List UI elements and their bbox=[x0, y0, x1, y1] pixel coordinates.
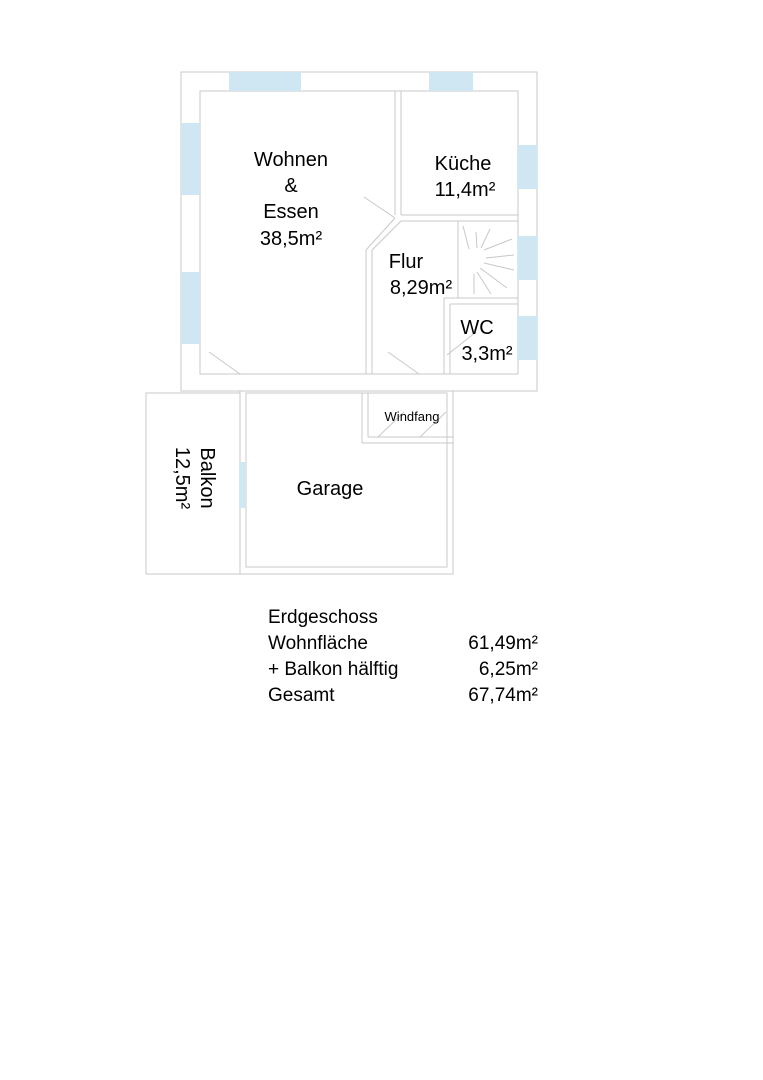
area-summary: Erdgeschoss Wohnfläche 61,49m² + Balkon … bbox=[268, 605, 538, 709]
summary-value: 61,49m² bbox=[468, 633, 538, 654]
summary-value: 6,25m² bbox=[478, 659, 538, 680]
summary-label: Wohnfläche bbox=[268, 633, 368, 654]
label-wohnen-area: 38,5m² bbox=[260, 228, 323, 250]
label-wohnen-line1: Wohnen bbox=[254, 149, 328, 171]
summary-heading: Erdgeschoss bbox=[268, 607, 378, 628]
summary-row: Gesamt 67,74m² bbox=[268, 683, 538, 709]
label-wc: WC bbox=[460, 317, 493, 339]
summary-value: 67,74m² bbox=[468, 685, 538, 706]
window bbox=[429, 72, 473, 91]
label-flur: Flur bbox=[389, 251, 424, 273]
label-wohnen-line3: Essen bbox=[263, 201, 319, 223]
window bbox=[240, 462, 246, 508]
house-inner-wall bbox=[199, 90, 519, 375]
label-kueche: Küche bbox=[435, 153, 492, 175]
label-balkon: Balkon bbox=[196, 447, 218, 508]
label-flur-area: 8,29m² bbox=[390, 277, 453, 299]
window bbox=[518, 236, 537, 280]
door-swing bbox=[419, 411, 447, 438]
summary-row: + Balkon hälftig 6,25m² bbox=[268, 657, 538, 683]
window bbox=[229, 72, 301, 91]
summary-label: Gesamt bbox=[268, 685, 335, 706]
staircase bbox=[462, 225, 515, 295]
door-swing bbox=[446, 331, 477, 356]
window bbox=[518, 316, 537, 360]
door-swing bbox=[377, 411, 405, 438]
door-swing bbox=[387, 351, 420, 375]
label-wc-area: 3,3m² bbox=[461, 343, 512, 365]
label-balkon-area: 12,5m² bbox=[171, 447, 193, 510]
label-kueche-area: 11,4m² bbox=[435, 179, 496, 201]
door-leaf bbox=[371, 220, 402, 251]
window bbox=[181, 272, 200, 344]
door-swing bbox=[208, 351, 241, 375]
label-wohnen-line2: & bbox=[284, 175, 298, 197]
door-leaf bbox=[365, 217, 396, 251]
window bbox=[181, 123, 200, 195]
label-windfang: Windfang bbox=[385, 409, 440, 424]
window bbox=[518, 145, 537, 189]
label-garage: Garage bbox=[297, 478, 364, 500]
summary-row: Wohnfläche 61,49m² bbox=[268, 631, 538, 657]
door-swing bbox=[363, 196, 396, 219]
summary-label: + Balkon hälftig bbox=[268, 659, 399, 680]
